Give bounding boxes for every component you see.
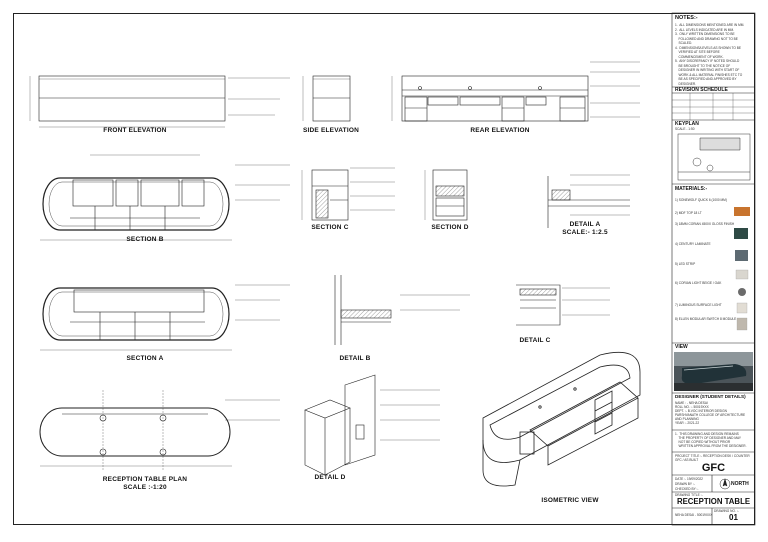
section-b-drawing xyxy=(40,154,290,241)
date-label: DATE :- 19/09/2022 xyxy=(675,477,703,481)
section-a-label: SECTION A xyxy=(126,355,164,362)
materials-heading: MATERIALS:- xyxy=(675,186,708,192)
note-line: 3. ONLY WRITTEN DIMENSIONS TO BE xyxy=(675,32,735,36)
isometric-view-label: ISOMETRIC VIEW xyxy=(541,497,599,504)
notes-heading: NOTES:- xyxy=(675,15,698,21)
side-elevation-drawing xyxy=(302,75,351,122)
note-line: WORK & ALL MATERIAL FINISHES ETC TO xyxy=(675,72,743,77)
keyplan-heading: KEYPLAN xyxy=(675,121,699,127)
section-d-drawing xyxy=(424,169,468,221)
note-line: 5. ANY DISCREPANCY IF NOTED SHOULD xyxy=(675,59,740,63)
revision-heading: REVISION SCHEDULE xyxy=(675,87,728,93)
north-arrow-icon xyxy=(719,478,731,490)
detail-b-label: DETAIL B xyxy=(339,355,371,362)
view-heading: VIEW xyxy=(675,344,688,350)
detail-d-drawing xyxy=(304,374,440,476)
drawing-title-label: DRAWING TITLE :- xyxy=(675,493,703,497)
isometric-view-drawing xyxy=(482,351,641,487)
material-item: 5) LED STRIP xyxy=(675,262,696,266)
detail-c-label: DETAIL C xyxy=(519,337,551,344)
detail-a-scale: SCALE:- 1:2.5 xyxy=(562,229,608,236)
detail-a-drawing xyxy=(547,174,630,228)
copyright-line: 1. THIS DRAWING AND DESIGN REMAINS xyxy=(675,432,739,436)
drawing-title: RECEPTION TABLE xyxy=(676,497,751,506)
detail-c-drawing xyxy=(516,284,610,326)
drawn-by-label: DRAWN BY :- xyxy=(675,482,695,486)
note-line: FOLLOWED AND DRAWING NOT TO BE xyxy=(675,36,738,41)
note-line: 4. DIMENSIONS/LEVELS AS SHOWN TO BE xyxy=(675,45,741,50)
designer-line: YEAR :- 2021-22 xyxy=(675,421,700,425)
front-elevation-drawing xyxy=(29,75,290,128)
project-sub: GFC / AS BUILT xyxy=(675,458,699,462)
rear-elevation-label: REAR ELEVATION xyxy=(470,127,530,134)
copyright-line: WRITTEN APPROVAL FROM THE DESIGNER. xyxy=(675,444,747,448)
copyright-line: THE PROPERTY OF DESIGNER AND MAY xyxy=(675,436,742,440)
view-render-image xyxy=(674,352,753,391)
project-title: PROJECT TITLE :- RECEPTION DESK / COUNTE… xyxy=(675,454,750,458)
rear-elevation-drawing xyxy=(391,61,640,122)
title-block-frame xyxy=(671,12,756,526)
designer-line: DEPT. :- B.VOC INTERIOR DESIGN xyxy=(675,409,727,413)
sheet-border xyxy=(13,13,755,525)
checked-by-label: CHECKED BY :- xyxy=(675,487,699,491)
keyplan-sketch xyxy=(677,133,751,181)
section-b-label: SECTION B xyxy=(126,236,164,243)
note-line: BE BROUGHT TO THE NOTICE OF xyxy=(675,63,731,68)
note-line: SCALED. xyxy=(675,41,693,45)
material-item: 1) SONEWOLF QUICK 6 (1000 MM) xyxy=(675,198,727,202)
material-item: 4) CENTURY LAMINATE xyxy=(675,242,711,246)
designer-line: NAME : - NEHA DESAI xyxy=(675,401,708,405)
side-elevation-label: SIDE ELEVATION xyxy=(302,127,359,134)
material-item: 7) LUMINOUS SURFACE LIGHT xyxy=(675,303,722,307)
plan-label: RECEPTION TABLE PLAN xyxy=(102,476,188,483)
note-line: DESIGNER. xyxy=(675,81,697,86)
reception-table-plan-drawing xyxy=(39,390,280,470)
footer-student: NEHA DESAI - 50019XXX xyxy=(675,513,713,517)
note-line: VERIFIED AT SITE BEFORE xyxy=(675,50,720,54)
north-label: NORTH xyxy=(731,481,749,487)
note-line: 1. ALL DIMENSIONS MENTIONED ARE IN MM. xyxy=(675,23,745,27)
designer-line: ROLL NO. :- 50019XXX xyxy=(675,405,709,409)
copyright-line: NOT BE COPIED WITHOUT PRIOR xyxy=(675,440,731,444)
sheet-number: 01 xyxy=(729,513,738,522)
section-c-drawing xyxy=(301,167,395,221)
status-stamp: GFC xyxy=(701,462,726,474)
detail-d-label: DETAIL D xyxy=(314,474,346,481)
material-item: 8) ELLEN MODULAR SWITCH 8 MODULE xyxy=(675,317,737,321)
section-c-label: SECTION C xyxy=(311,224,349,231)
designer-line: AND PLANNING xyxy=(675,417,699,421)
detail-a-label: DETAIL A xyxy=(569,221,601,228)
note-line: COMMENCEMENT OF WORK. xyxy=(675,54,724,59)
material-item: 2) MDF TOP 18 LT xyxy=(675,211,702,215)
notes-list: 1. ALL DIMENSIONS MENTIONED ARE IN MM. 2… xyxy=(675,23,753,86)
note-line: BE AS SPECIFIED AND APPROVED BY xyxy=(675,77,737,81)
note-line: 2. ALL LEVELS INDICATED ARE IN MM. xyxy=(675,27,734,32)
material-item: 3) 18MM CORIAN 4500X GLOSS FINISH xyxy=(675,222,735,226)
section-d-label: SECTION D xyxy=(431,224,469,231)
note-line: DESIGNER IN WRITING WITH START OF xyxy=(675,68,740,72)
designer-heading: DESIGNER (STUDENT DETAILS) xyxy=(675,394,746,399)
section-a-drawing xyxy=(40,284,290,351)
material-item: 6) CORIAN LIGHT BEIGE / OAK xyxy=(675,281,722,285)
drawing-no-label: DRAWING NO. :- xyxy=(714,509,739,513)
front-elevation-label: FRONT ELEVATION xyxy=(103,127,167,134)
designer-line: PARSHVANATH COLLEGE OF ARCHITECTURE xyxy=(675,413,746,417)
material-swatches xyxy=(734,207,750,331)
plan-scale: SCALE :-1:20 xyxy=(123,484,167,491)
keyplan-scale: SCALE - 1:50 xyxy=(675,127,695,131)
detail-b-drawing xyxy=(334,275,470,345)
